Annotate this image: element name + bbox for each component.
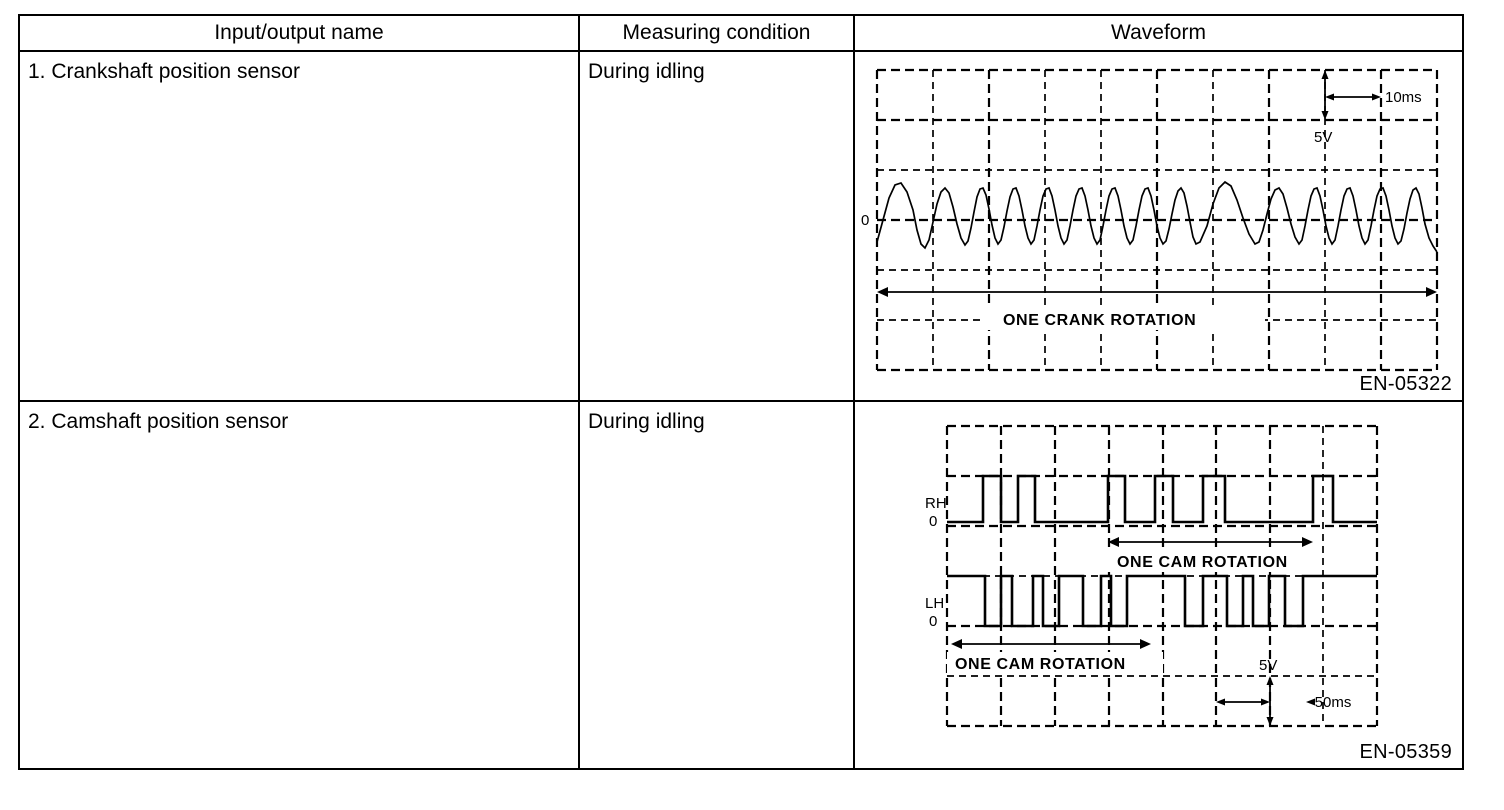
cam-volts-per-div-label: 5V: [1259, 657, 1277, 674]
crank-10ms-marker: [1325, 93, 1381, 101]
row-1-input-output-name-cell: 1. Crankshaft position sensor: [18, 50, 580, 402]
crank-signal-trace: [876, 180, 1438, 253]
crank-5v-marker: [1321, 70, 1329, 120]
cam-5v-marker: [1266, 676, 1274, 726]
cam-rh-rotation-span-arrow: [1108, 537, 1313, 547]
column-header-waveform: Waveform: [853, 14, 1464, 52]
cam-rh-rotation-label: ONE CAM ROTATION: [1117, 554, 1288, 571]
table-header-row: Input/output name Measuring condition Wa…: [18, 14, 1464, 52]
row-2-measuring-condition-cell: During idling: [578, 400, 855, 770]
row-1-measuring-condition-cell: During idling: [578, 50, 855, 402]
crankshaft-waveform-figure: 0 5V: [855, 52, 1462, 400]
row-2-condition-text: During idling: [588, 410, 705, 433]
crank-time-per-div-label: 10ms: [1385, 89, 1422, 106]
crankshaft-oscilloscope-svg: 0 5V: [861, 68, 1439, 372]
cam-50ms-left-arrow: [1306, 698, 1315, 706]
cam-lh-signal-trace: [947, 574, 1377, 628]
cam-lh-zero-label: 0: [929, 613, 937, 630]
crank-rotation-label: ONE CRANK ROTATION: [1003, 312, 1196, 329]
cam-50ms-marker: [1216, 698, 1270, 706]
row-1-waveform-cell: 0 5V: [853, 50, 1464, 402]
column-header-measuring-condition: Measuring condition: [578, 14, 855, 52]
cam-rh-signal-trace: [947, 474, 1377, 524]
cam-lh-rotation-label-backdrop: [947, 652, 1163, 674]
sensor-waveform-table: Input/output name Measuring condition Wa…: [18, 14, 1464, 770]
row-2-reference-code: EN-05359: [1359, 741, 1452, 763]
camshaft-oscilloscope-svg: RH 0 ONE CAM ROTATION: [925, 424, 1379, 728]
cam-lh-rotation-span-arrow: [951, 639, 1151, 649]
row-1-condition-text: During idling: [588, 60, 705, 83]
crank-rotation-label-backdrop: [985, 308, 1265, 330]
camshaft-waveform-figure: RH 0 ONE CAM ROTATION: [855, 402, 1462, 768]
table-row: 1. Crankshaft position sensor During idl…: [18, 50, 1464, 402]
row-2-name-text: 2. Camshaft position sensor: [28, 410, 289, 433]
table-row: 2. Camshaft position sensor During idlin…: [18, 400, 1464, 770]
crank-zero-label: 0: [861, 212, 869, 229]
row-1-reference-code: EN-05322: [1359, 373, 1452, 395]
row-2-waveform-cell: RH 0 ONE CAM ROTATION: [853, 400, 1464, 770]
cam-lh-label: LH: [925, 595, 944, 612]
cam-rh-zero-label: 0: [929, 513, 937, 530]
cam-time-per-div-label: 50ms: [1315, 694, 1352, 711]
crank-volts-per-div-label: 5V: [1314, 129, 1332, 146]
cam-lh-rotation-label: ONE CAM ROTATION: [955, 656, 1126, 673]
row-2-input-output-name-cell: 2. Camshaft position sensor: [18, 400, 580, 770]
row-1-name-text: 1. Crankshaft position sensor: [28, 60, 300, 83]
cam-rh-label: RH: [925, 495, 947, 512]
column-header-input-output-name: Input/output name: [18, 14, 580, 52]
crank-rotation-span-arrow: [877, 287, 1437, 297]
cam-rh-rotation-label-backdrop: [1107, 550, 1319, 572]
